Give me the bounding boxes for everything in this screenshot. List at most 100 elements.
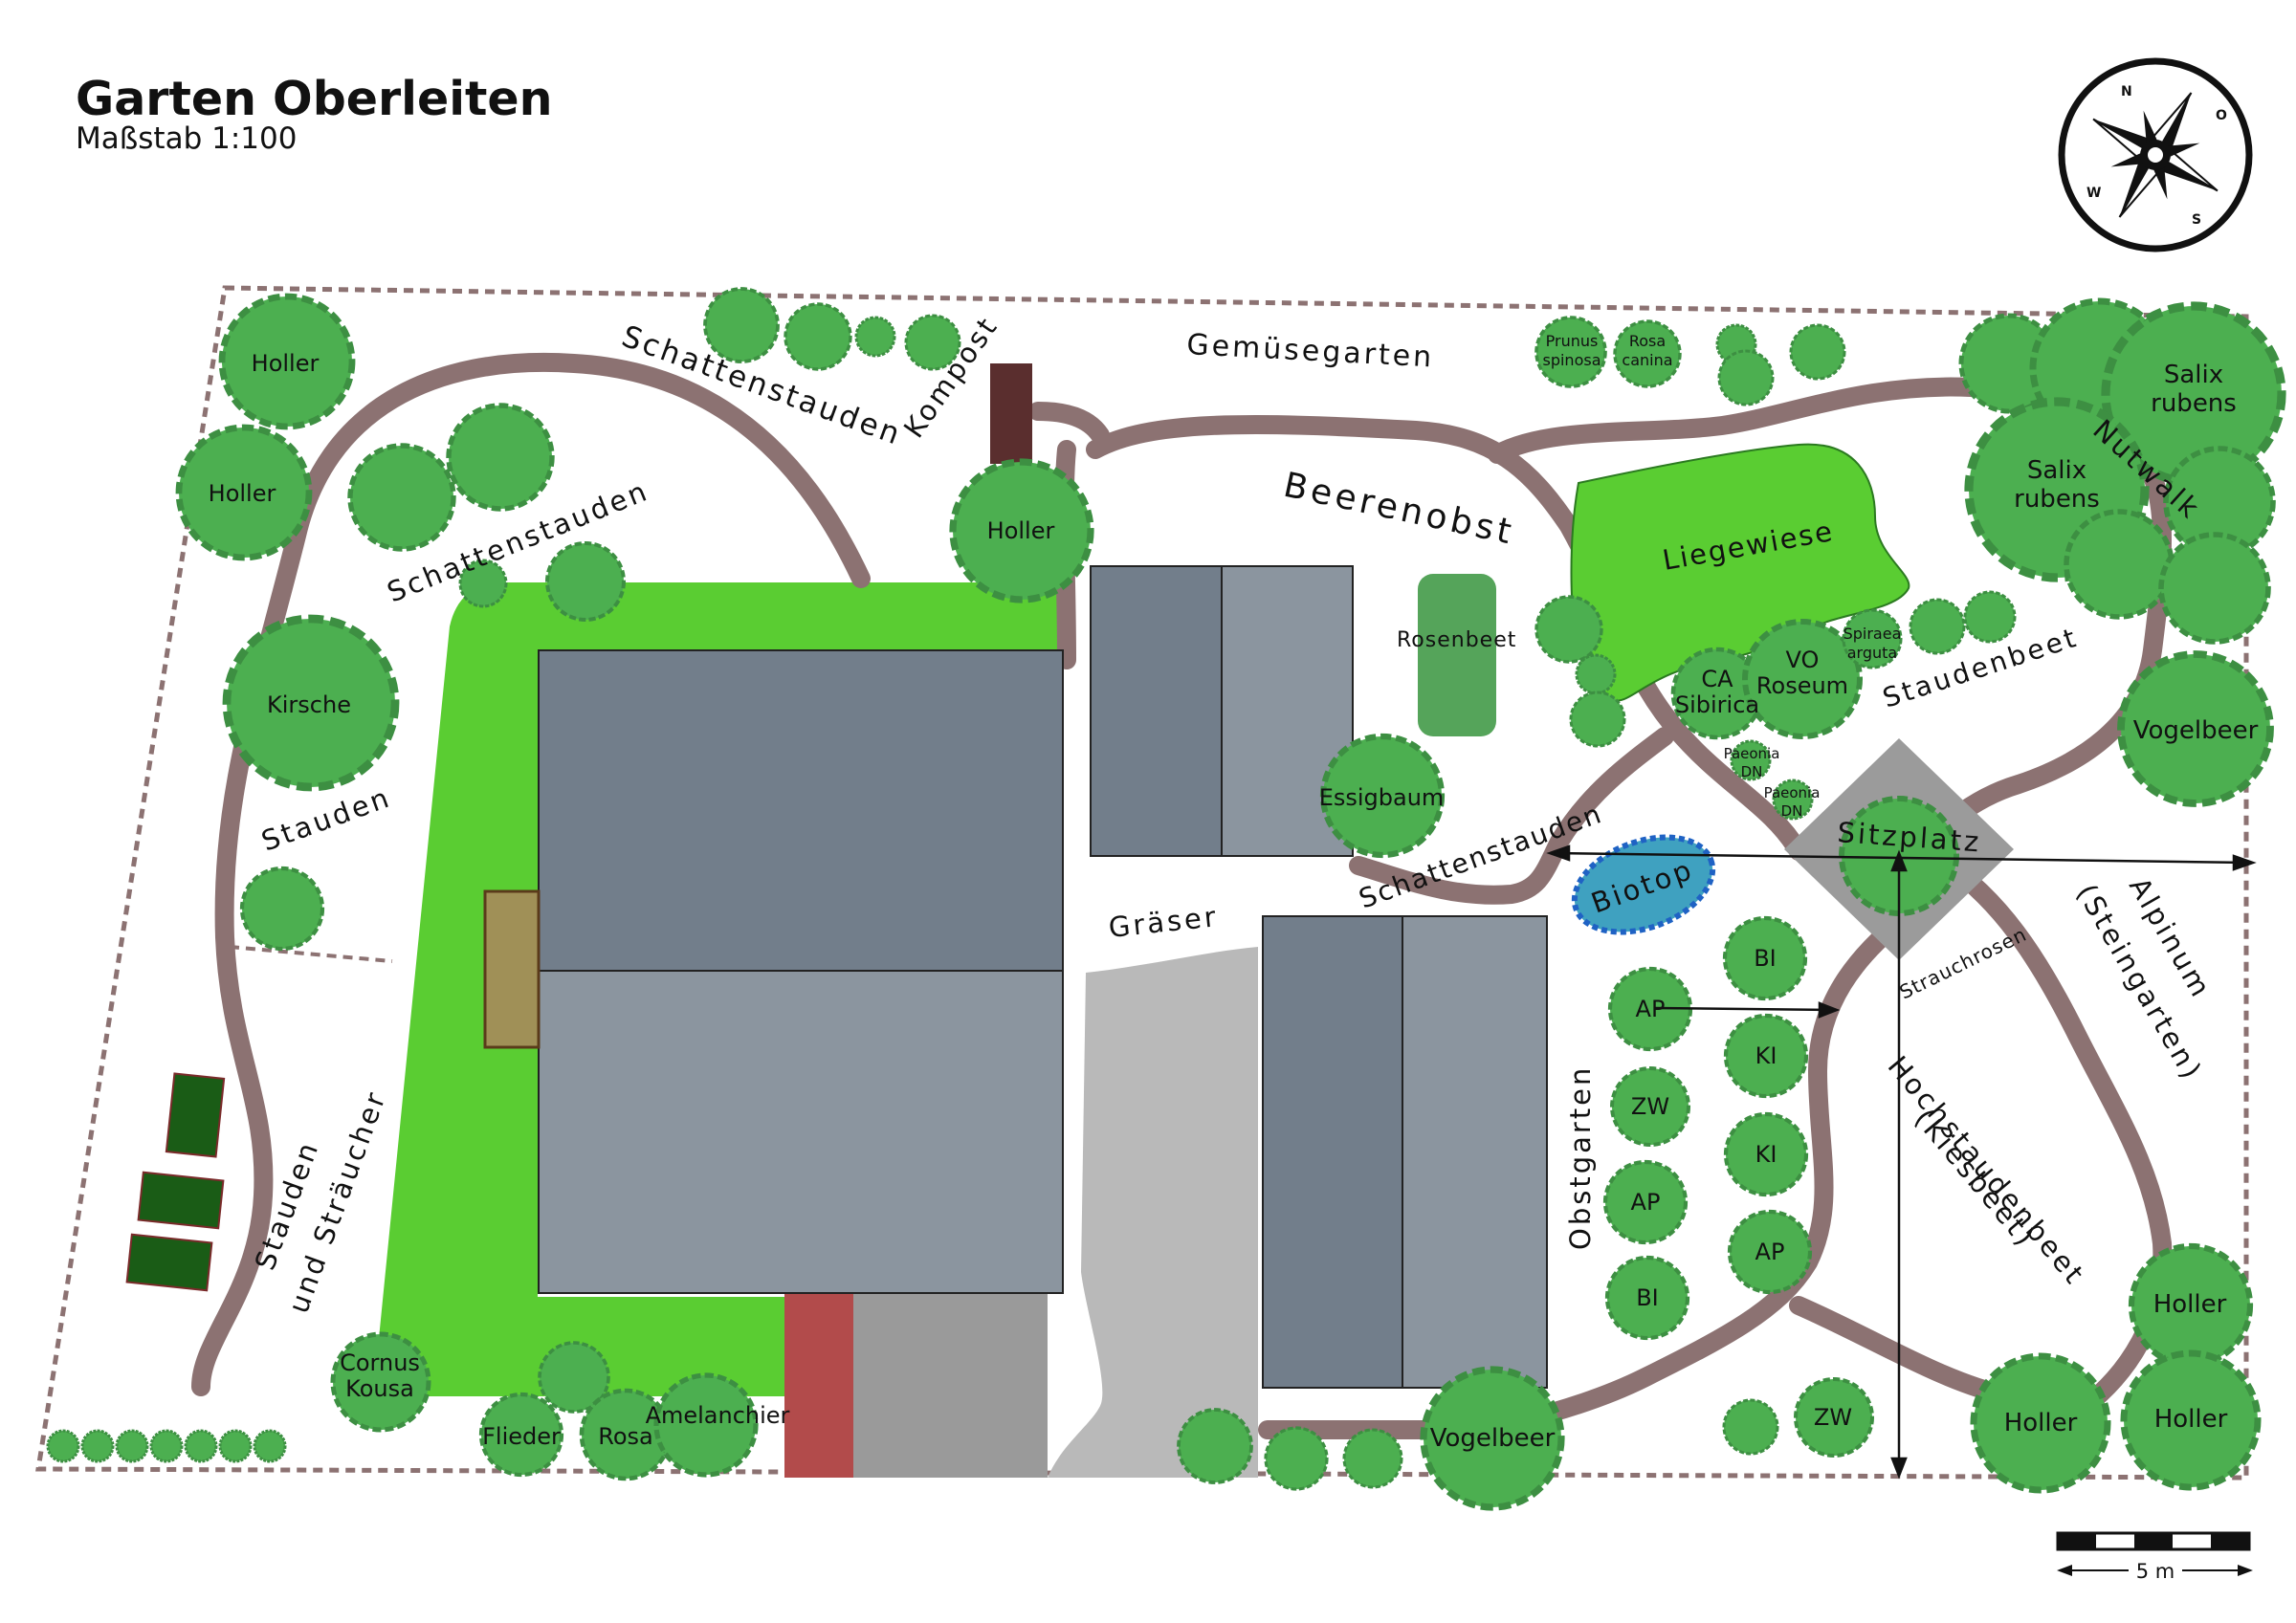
label-rosa: Rosa	[598, 1423, 653, 1450]
shrub-3	[854, 316, 896, 358]
vegetable-bed-1	[165, 1072, 226, 1158]
tree-zw-1	[1610, 1066, 1690, 1147]
shrub-schatten-1	[347, 443, 456, 552]
gravel-driveway	[1048, 947, 1258, 1478]
label-prunus-b: spinosa	[1542, 351, 1601, 369]
label-bi-1: BI	[1636, 1284, 1659, 1311]
label-prunus-a: Prunus	[1546, 332, 1599, 350]
shrub-6	[1717, 349, 1775, 406]
label-vogelbeer-1: Vogelbeer	[2133, 716, 2259, 745]
shrub-4	[904, 314, 961, 371]
label-graeser: Gräser	[1107, 900, 1220, 944]
compass-s: S	[2192, 212, 2201, 228]
label-rosa-canina-a: Rosa	[1629, 332, 1666, 350]
shed-roof-light	[1402, 915, 1548, 1389]
label-ki-1: KI	[1755, 1042, 1777, 1069]
label-gemuesegarten: Gemüsegarten	[1186, 328, 1436, 375]
tree-holler-1	[218, 293, 356, 430]
tree-holler-6	[1970, 1352, 2111, 1494]
label-rosa-canina-b: canina	[1622, 351, 1672, 369]
label-spiraea-b: arguta	[1847, 644, 1897, 662]
hedge-6	[218, 1429, 253, 1463]
shrub-9	[1575, 653, 1617, 695]
shrub-prunus	[1534, 316, 1607, 388]
garage-roof-dark	[1090, 565, 1223, 857]
shrub-spiraea	[1842, 608, 1903, 669]
shed-roof-dark	[1262, 915, 1403, 1389]
hedge-4	[149, 1429, 184, 1463]
label-obstgarten: Obstgarten	[1564, 1065, 1597, 1250]
entrance-path	[784, 1293, 853, 1478]
main-house-roof-light	[538, 970, 1064, 1294]
kompost-bin	[990, 363, 1032, 464]
shrub-schatten-3	[458, 559, 508, 608]
label-cornus-b: Kousa	[345, 1375, 414, 1402]
tree-holler-5	[2120, 1349, 2262, 1491]
tree-bi-2	[1722, 915, 1808, 1001]
label-ap-2: AP	[1631, 1189, 1661, 1216]
shrub-2	[784, 302, 852, 371]
label-salix-2b: rubens	[2014, 485, 2100, 514]
hedge-7	[253, 1429, 287, 1463]
scale-bar: 5 m	[2056, 1531, 2253, 1583]
label-holler-2: Holler	[209, 480, 276, 507]
hedge-5	[184, 1429, 218, 1463]
tree-zw-2	[1794, 1377, 1874, 1458]
tree-ap-3	[1727, 1209, 1813, 1295]
tree-ki-1	[1723, 1013, 1809, 1099]
page-title: Garten Oberleiten	[76, 72, 553, 126]
label-holler-3: Holler	[987, 517, 1055, 544]
label-zw-1: ZW	[1631, 1093, 1669, 1120]
scale-bar-label: 5 m	[2136, 1560, 2175, 1583]
hedge-1	[46, 1429, 80, 1463]
label-flieder: Flieder	[482, 1423, 561, 1450]
label-ca-b: Sibirica	[1675, 691, 1759, 718]
tree-bi-1	[1604, 1255, 1690, 1341]
driveway	[851, 1293, 1048, 1478]
tree-amelanchier	[653, 1372, 759, 1478]
label-ca-a: CA	[1701, 666, 1733, 692]
label-spiraea-a: Spiraea	[1843, 625, 1902, 643]
label-paeonia-2a: Paeonia	[1764, 784, 1821, 801]
label-holler-4: Holler	[2153, 1290, 2227, 1319]
label-rosenbeet: Rosenbeet	[1397, 628, 1516, 652]
shrub-15	[1264, 1426, 1329, 1491]
shrub-8	[1534, 595, 1603, 664]
label-vo-a: VO	[1786, 647, 1820, 673]
label-paeonia-1a: Paeonia	[1724, 745, 1780, 762]
label-zw-2: ZW	[1814, 1404, 1852, 1431]
compass-rose-icon: N O S W	[2058, 57, 2253, 252]
vegetable-bed-2	[137, 1171, 225, 1230]
shrub-10	[1569, 691, 1626, 748]
label-ap-1: AP	[1636, 996, 1666, 1022]
label-holler-5: Holler	[2154, 1405, 2228, 1434]
label-salix-1b: rubens	[2151, 389, 2237, 418]
tree-ap-2	[1602, 1159, 1689, 1245]
tree-kirsche	[222, 614, 400, 792]
label-amelanchier: Amelanchier	[646, 1402, 790, 1429]
label-stauden: Stauden	[257, 780, 396, 857]
shrub-13	[1722, 1398, 1779, 1456]
shrub-1	[703, 287, 780, 363]
hedge-3	[115, 1429, 149, 1463]
vegetable-bed-3	[125, 1233, 213, 1292]
tree-cornus	[330, 1331, 431, 1433]
main-house-roof-dark	[538, 649, 1064, 972]
hedge-2	[80, 1429, 115, 1463]
label-kirsche: Kirsche	[267, 691, 351, 718]
label-vogelbeer-2: Vogelbeer	[1430, 1424, 1556, 1453]
shrub-stauden	[239, 866, 325, 952]
label-essigbaum: Essigbaum	[1319, 784, 1445, 811]
label-paeonia-2b: DN	[1781, 802, 1803, 820]
tree-ki-2	[1723, 1111, 1809, 1197]
shrub-17	[538, 1341, 610, 1414]
label-bi-2: BI	[1754, 945, 1777, 972]
measurement-lines	[1546, 844, 2257, 1480]
label-beerenobst: Beerenobst	[1280, 466, 1518, 553]
compass-w: W	[2086, 186, 2101, 201]
shrub-schatten-4	[545, 541, 626, 622]
label-ap-3: AP	[1755, 1239, 1785, 1265]
label-ki-2: KI	[1755, 1141, 1777, 1168]
label-holler-6: Holler	[2004, 1409, 2078, 1437]
